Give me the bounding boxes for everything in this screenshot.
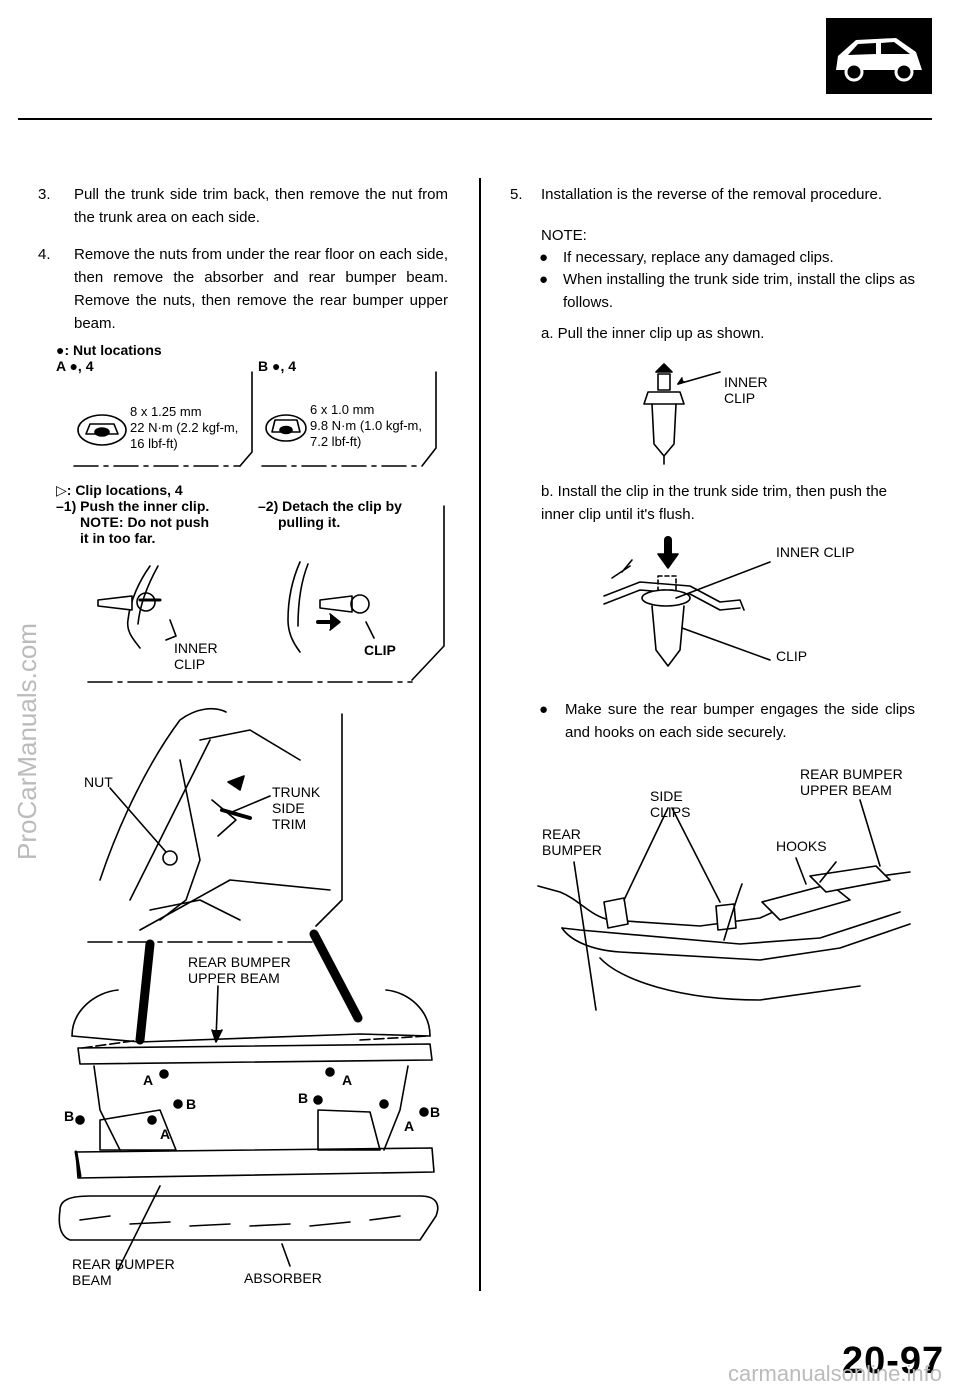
nut-a-spec-3: 16 lbf-ft) xyxy=(130,436,178,451)
bullet-dot: ● xyxy=(539,701,549,718)
nut-a-drawing xyxy=(77,414,127,446)
side-watermark: ProCarManuals.com xyxy=(12,623,42,860)
inner-clip-a-label-2: CLIP xyxy=(724,390,756,406)
rear-bumper-upper-beam-r-2: UPPER BEAM xyxy=(800,782,892,798)
step-detach-clip-2: pulling it. xyxy=(278,514,341,530)
bullet-engage-clips-text: Make sure the rear bumper engages the si… xyxy=(565,701,915,741)
letter-a-4: A xyxy=(404,1118,415,1134)
step-4-text: Remove the nuts from under the rear floo… xyxy=(74,246,448,332)
trunk-side-trim-label-1: TRUNK xyxy=(272,784,321,800)
bullet-engage-clips: ● Make sure the rear bumper engages the … xyxy=(539,698,916,748)
nut-a-spec-2: 22 N·m (2.2 kgf-m, xyxy=(130,420,239,435)
rear-bumper-upper-beam-r-1: REAR BUMPER xyxy=(800,766,903,782)
bullet-dot: ● xyxy=(539,249,549,266)
step-push-inner-clip: –1) Push the inner clip. xyxy=(56,498,210,514)
step-3-number: 3. xyxy=(38,186,51,203)
side-clips-label-2: CLIPS xyxy=(650,804,691,820)
bullet-install-trim: ● When installing the trunk side trim, i… xyxy=(539,268,916,318)
nut-b-spec-3: 7.2 lbf-ft) xyxy=(310,434,362,449)
step-detach-clip-1: –2) Detach the clip by xyxy=(258,498,402,514)
nut-label: NUT xyxy=(84,774,113,790)
rear-bumper-beam-label-2: BEAM xyxy=(72,1272,112,1288)
trunk-side-trim-label-2: SIDE xyxy=(272,800,305,816)
step-5-text: Installation is the reverse of the remov… xyxy=(541,186,883,203)
nut-b-spec-2: 9.8 N·m (1.0 kgf-m, xyxy=(310,418,422,433)
note-do-not-push-1: NOTE: Do not push xyxy=(80,514,210,530)
rear-bumper-label-2: BUMPER xyxy=(542,842,602,858)
car-icon xyxy=(826,18,932,94)
step-3: 3. Pull the trunk side trim back, then r… xyxy=(38,183,448,233)
nut-a-count: A ●, 4 xyxy=(56,358,94,374)
step-5: 5. Installation is the reverse of the re… xyxy=(510,183,920,213)
bracket-clip xyxy=(411,505,445,681)
clip-b-label: CLIP xyxy=(776,648,808,664)
step-4-number: 4. xyxy=(38,246,51,263)
bottom-watermark: carmanualsonline.info xyxy=(727,1361,942,1386)
bumper-hooks-drawing xyxy=(537,799,911,1011)
letter-a-2: A xyxy=(342,1072,353,1088)
letter-b-3: B xyxy=(298,1090,309,1106)
sub-step-a: a. Pull the inner clip up as shown. xyxy=(541,325,765,342)
rear-bumper-upper-beam-label-1: REAR BUMPER xyxy=(188,954,291,970)
column-divider xyxy=(479,178,481,1291)
letter-a-1: A xyxy=(143,1072,154,1088)
bullet-install-trim-text: When installing the trunk side trim, ins… xyxy=(563,271,915,311)
letter-b-2: B xyxy=(186,1096,197,1112)
inner-clip-label-2: CLIP xyxy=(174,656,206,672)
step-4: 4. Remove the nuts from under the rear f… xyxy=(38,243,448,338)
clip-label: CLIP xyxy=(364,642,396,658)
inner-clip-a-label-1: INNER xyxy=(724,374,768,390)
bullet-dot: ● xyxy=(539,271,549,288)
hooks-label: HOOKS xyxy=(776,838,827,854)
detach-clip-drawing xyxy=(287,561,375,653)
absorber-label: ABSORBER xyxy=(244,1270,322,1286)
letter-a-3: A xyxy=(160,1126,171,1142)
step-5-number: 5. xyxy=(510,186,523,203)
rear-bumper-upper-beam-label-2: UPPER BEAM xyxy=(188,970,280,986)
inner-clip-up-drawing xyxy=(643,363,721,465)
nut-locations-title: ●: Nut locations xyxy=(56,342,162,358)
page-number: 20-97 xyxy=(842,1340,945,1382)
car-icon-shape xyxy=(836,38,922,82)
push-clip-drawing xyxy=(97,565,177,649)
nut-a-spec-1: 8 x 1.25 mm xyxy=(130,404,202,419)
nut-b-drawing xyxy=(265,414,307,442)
trunk-side-trim-label-3: TRIM xyxy=(272,816,307,832)
note-do-not-push-2: it in too far. xyxy=(80,530,156,546)
rear-bumper-beam-label-1: REAR BUMPER xyxy=(72,1256,175,1272)
install-clip-drawing xyxy=(603,536,771,667)
letter-b-1: B xyxy=(64,1108,75,1124)
rear-bumper-label-1: REAR xyxy=(542,826,581,842)
bumper-assembly-drawing xyxy=(58,929,439,1271)
sub-step-b: b. Install the clip in the trunk side tr… xyxy=(541,483,888,523)
trunk-trim-drawing xyxy=(99,707,343,931)
letter-b-4: B xyxy=(430,1104,441,1120)
nut-b-count: B ●, 4 xyxy=(258,358,297,374)
note-label: NOTE: xyxy=(541,227,587,244)
inner-clip-label-1: INNER xyxy=(174,640,218,656)
nut-b-spec-1: 6 x 1.0 mm xyxy=(310,402,375,417)
bracket-b xyxy=(421,371,437,467)
side-clips-label-1: SIDE xyxy=(650,788,683,804)
bullet-replace-clips-text: If necessary, replace any damaged clips. xyxy=(563,249,834,266)
bracket-a xyxy=(239,371,253,467)
header-rule xyxy=(18,118,932,120)
inner-clip-b-label: INNER CLIP xyxy=(776,544,855,560)
clip-locations-title: ▷: Clip locations, 4 xyxy=(56,482,183,498)
step-3-text: Pull the trunk side trim back, then remo… xyxy=(74,186,448,226)
